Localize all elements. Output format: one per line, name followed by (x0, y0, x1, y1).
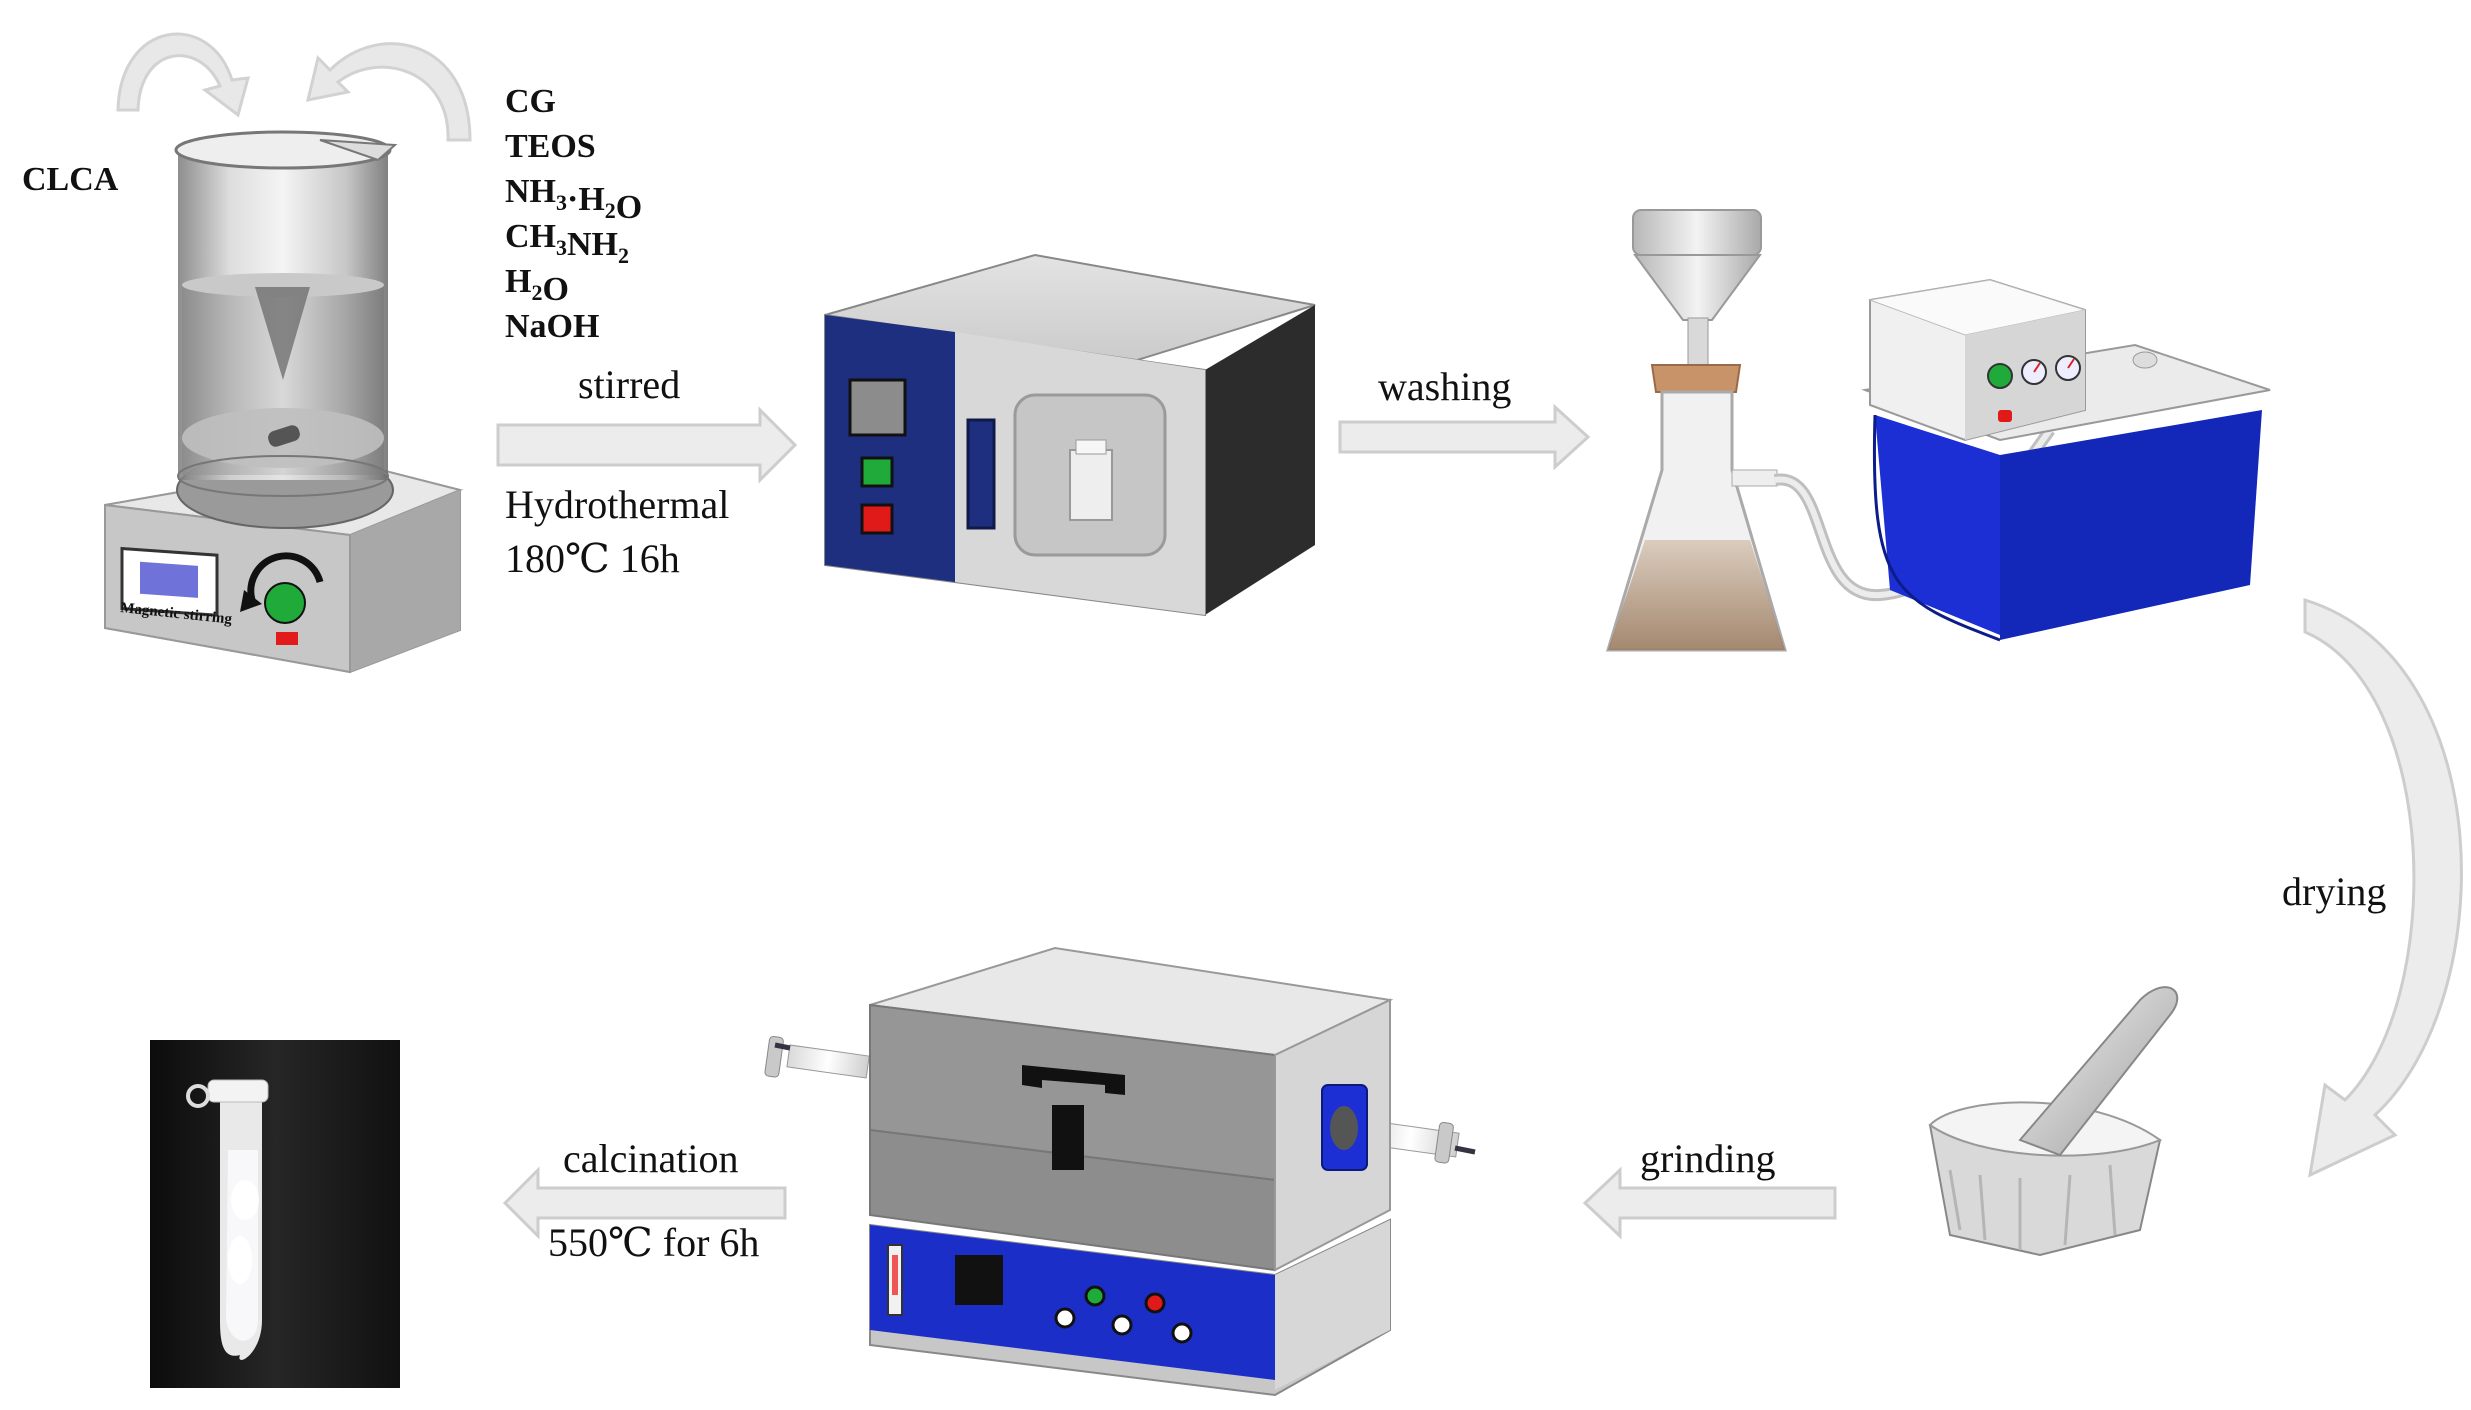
label-drying: drying (2282, 869, 2386, 914)
arrow-washing (1338, 403, 1591, 471)
mortar-pestle (1928, 986, 2179, 1257)
magnetic-stirrer: Magnetic stirring (104, 130, 464, 674)
hydrothermal-oven (824, 253, 1316, 617)
process-arrows (496, 403, 1837, 1240)
label-stirred: stirred (578, 362, 680, 407)
step-labels: stirred Hydrothermal 180℃ 16h washing dr… (505, 362, 2386, 1265)
arrow-drying (2303, 597, 2463, 1178)
reagent-5: NaOH (505, 308, 599, 345)
reagent-3: CH3NH2 (505, 218, 629, 268)
label-calcination-conditions: 550℃ for 6h (548, 1220, 759, 1265)
input-arrows (116, 32, 472, 142)
tube-furnace (764, 946, 1476, 1397)
reagent-4: H2O (505, 263, 569, 308)
label-hydrothermal: Hydrothermal (505, 482, 729, 527)
product-photo (150, 1040, 400, 1388)
vacuum-pump (1861, 278, 2271, 642)
arrow-calcination (502, 1166, 787, 1240)
reagent-1: TEOS (505, 128, 596, 165)
reagent-0: CG (505, 83, 556, 120)
label-calcination: calcination (563, 1136, 738, 1181)
reagent-2: NH3·H2O (505, 173, 642, 226)
label-washing: washing (1378, 364, 1511, 409)
arrow-grinding (1582, 1166, 1837, 1240)
label-hydrothermal-conditions: 180℃ 16h (505, 536, 680, 581)
input-label-clca: CLCA (22, 161, 119, 198)
arrow-stirred (496, 406, 798, 484)
label-grinding: grinding (1640, 1136, 1776, 1181)
